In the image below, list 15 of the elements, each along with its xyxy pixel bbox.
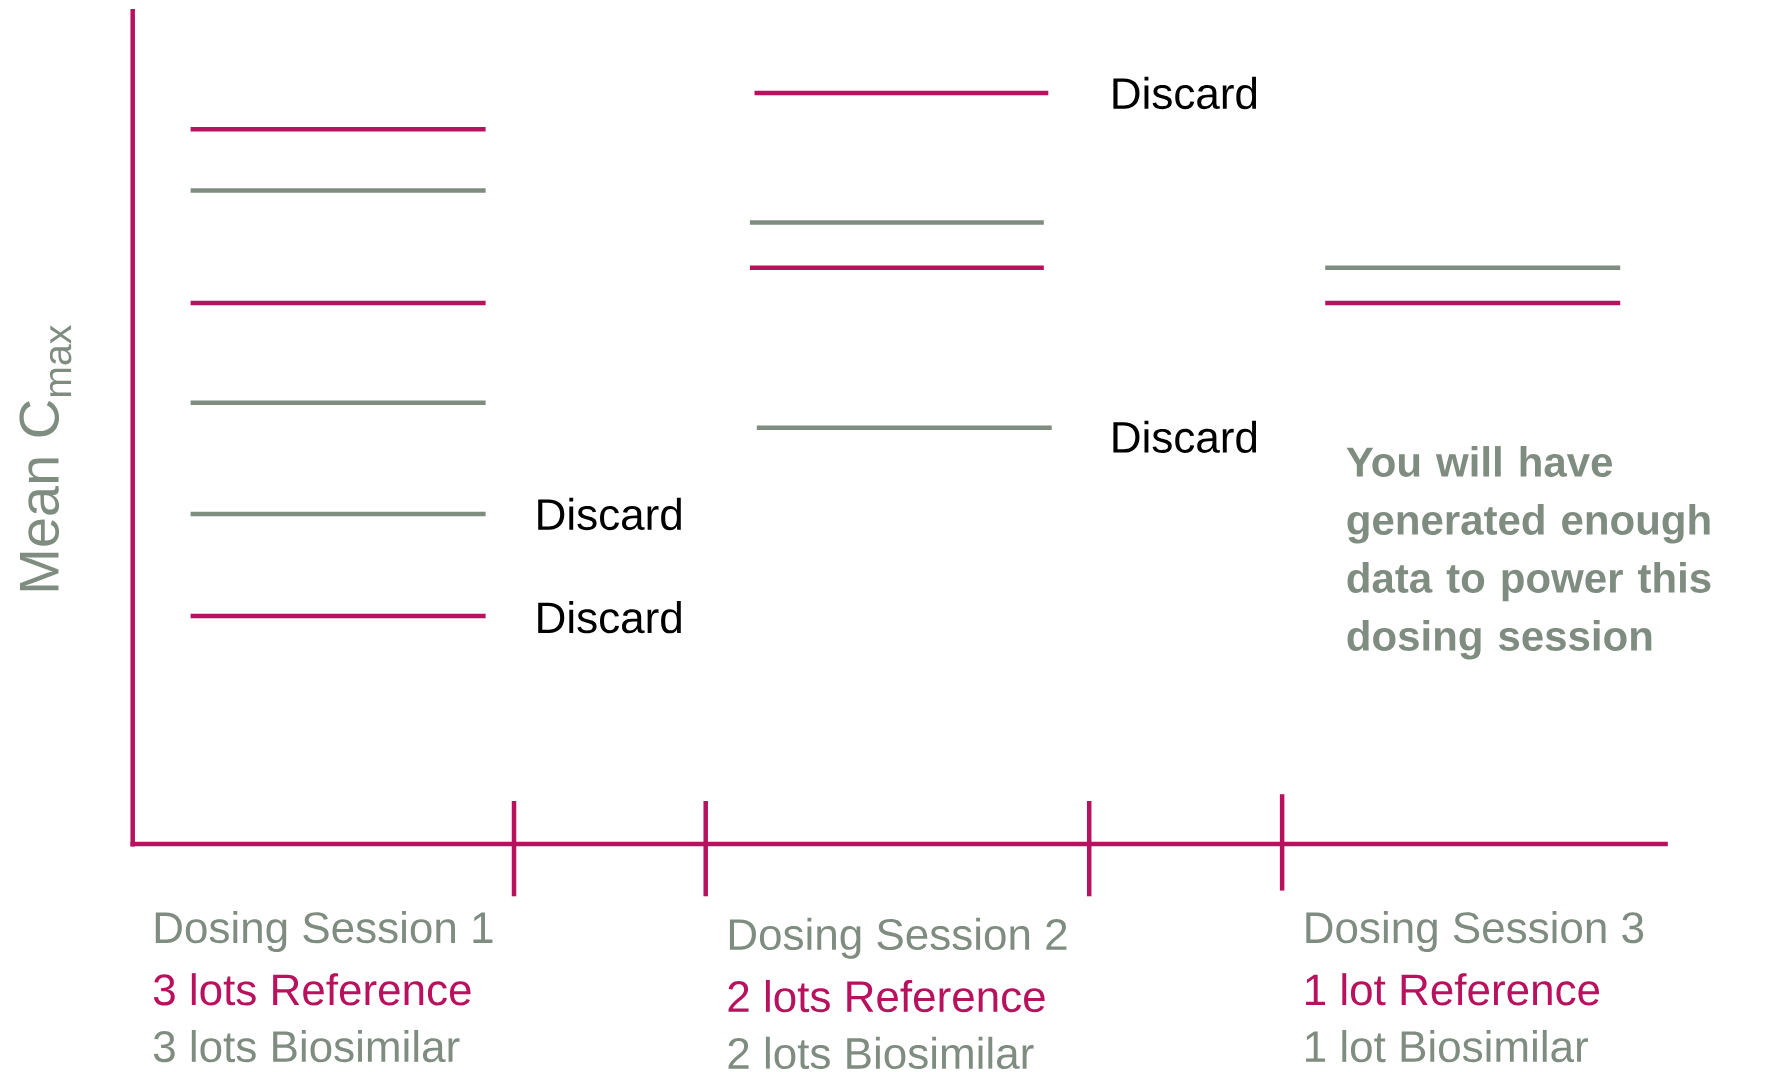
- reference-lots: 1 lot Reference: [1306, 973, 1600, 1006]
- session-title: Dosing Session 2: [729, 917, 1067, 959]
- biosimilar-lots: 1 lot Biosimilar: [1306, 1029, 1588, 1063]
- biosimilar-lots: 3 lots Biosimilar: [153, 1029, 460, 1063]
- session-title: Dosing Session 1: [155, 911, 493, 952]
- reference-lots: 3 lots Reference: [153, 973, 471, 1006]
- note-text: You will have generated enough data to power this dosing session: [1346, 446, 1711, 660]
- discard-label: Discard: [1113, 420, 1257, 453]
- session-title: Dosing Session 3: [1306, 911, 1644, 952]
- axis-title: Mean C$_{max}$: [19, 325, 72, 591]
- discard-label: Discard: [1113, 76, 1257, 110]
- reference-lots: 2 lots Reference: [728, 979, 1045, 1013]
- biosimilar-lots: 2 lots Biosimilar: [728, 1036, 1034, 1070]
- discard-label: Discard: [538, 601, 681, 634]
- discard-label: Discard: [538, 497, 681, 531]
